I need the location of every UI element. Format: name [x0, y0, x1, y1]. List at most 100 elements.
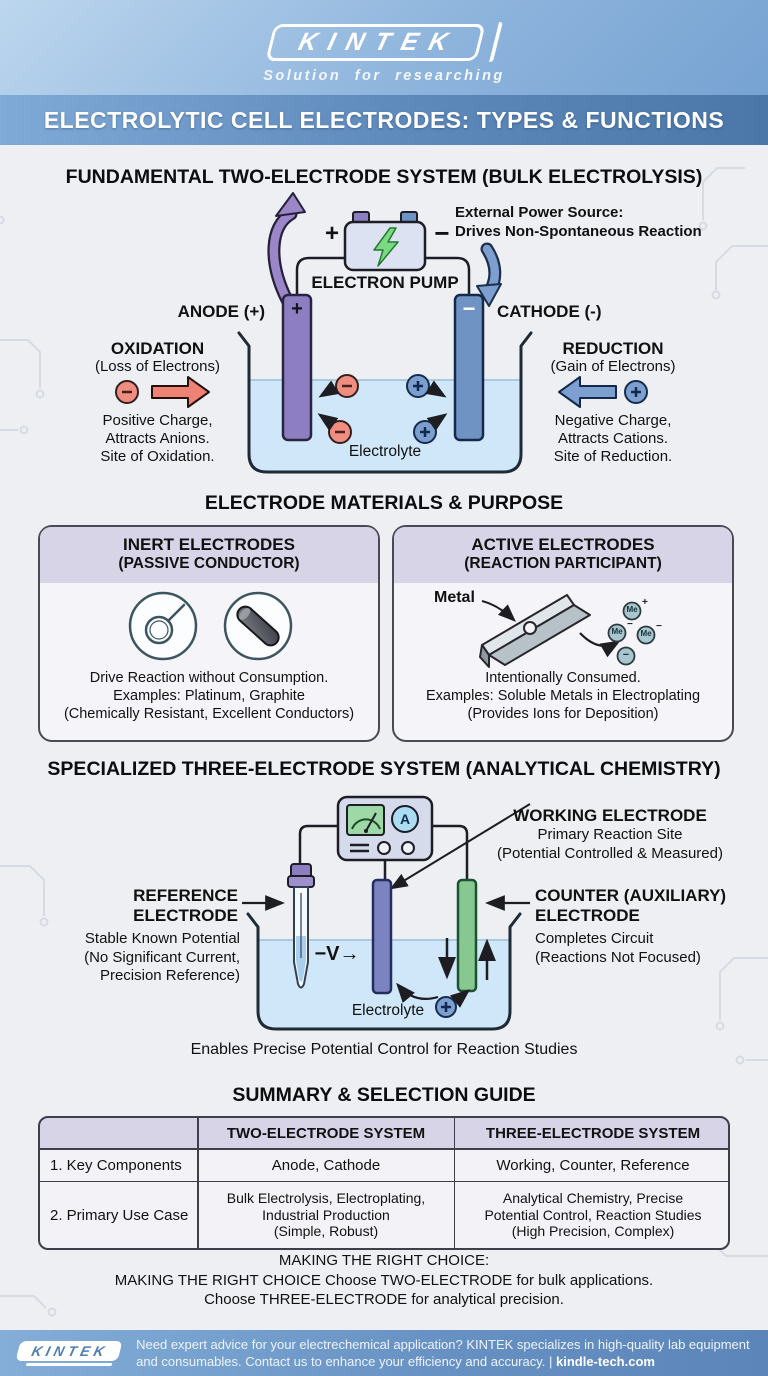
ion-charge-sign: −: [656, 621, 662, 632]
active-card-header: ACTIVE ELECTRODES (REACTION PARTICIPANT): [394, 527, 732, 583]
cathode-sign: −: [462, 296, 476, 321]
footer: KINTEK Need expert advice for your elect…: [0, 1330, 768, 1376]
electrolyte-label: Electrolyte: [351, 1002, 425, 1019]
electron-pump-label: ELECTRON PUMP: [311, 273, 459, 292]
metal-ion-label: Me: [640, 629, 652, 638]
advice-line-2: MAKING THE RIGHT CHOICE Choose TWO-ELECT…: [114, 1271, 654, 1289]
page-title: ELECTROLYTIC CELL ELECTRODES: TYPES & FU…: [43, 106, 725, 133]
lightning-bolt-icon: [373, 227, 399, 267]
brand-tagline: Solution for researching: [263, 68, 505, 84]
battery-plus-sign: +: [324, 220, 339, 247]
reduction-description: Negative Charge, Attracts Cations. Site …: [553, 412, 673, 465]
section3-heading: SPECIALIZED THREE-ELECTRODE SYSTEM (ANAL…: [47, 758, 721, 780]
counter-electrode-title: COUNTER (AUXILIARY) ELECTRODE: [535, 886, 727, 925]
reference-electrode-title: REFERENCE ELECTRODE: [133, 886, 238, 925]
inert-electrodes-card: INERT ELECTRODES (PASSIVE CONDUCTOR) Dri…: [38, 525, 380, 742]
table-cell: Bulk Electrolysis, Electroplating, Indus…: [198, 1182, 454, 1248]
footer-website: kindle-tech.com: [555, 1354, 655, 1369]
platinum-loop-icon: [144, 603, 186, 645]
ion-charge-sign: +: [642, 597, 648, 608]
reduction-subtitle: (Gain of Electrons): [550, 358, 676, 375]
footer-logo-underline: [25, 1362, 113, 1366]
counter-electrode-description: Completes Circuit (Reactions Not Focused…: [535, 930, 701, 966]
inert-electrode-icons: [128, 591, 293, 661]
section3-caption: Enables Precise Potential Control for Re…: [190, 1041, 578, 1058]
reduction-cation-icon: [558, 376, 648, 408]
working-electrode-bar: [371, 878, 393, 995]
cathode-label: CATHODE (-): [497, 302, 602, 321]
oxidation-anion-icon: [115, 376, 210, 408]
knob-icon: [377, 841, 391, 855]
inert-card-description: Drive Reaction without Consumption. Exam…: [63, 670, 355, 722]
anode-sign: +: [291, 298, 303, 320]
table-corner-cell: [40, 1118, 197, 1148]
inert-card-header: INERT ELECTRODES (PASSIVE CONDUCTOR): [40, 527, 378, 583]
title-banner: ELECTROLYTIC CELL ELECTRODES: TYPES & FU…: [0, 95, 768, 145]
beaker-outline: [237, 331, 533, 474]
active-card-subtitle: (REACTION PARTICIPANT): [464, 555, 662, 572]
graphite-rod-icon: [236, 605, 280, 647]
footer-message: Need expert advice for your electrechemi…: [136, 1337, 750, 1369]
kintek-logo-text: KINTEK: [295, 27, 462, 56]
working-electrode-description: Primary Reaction Site (Potential Control…: [497, 826, 723, 862]
metal-pointer-arrow: [481, 600, 516, 622]
reference-electrode-collar: [287, 875, 315, 888]
active-electrodes-card: ACTIVE ELECTRODES (REACTION PARTICIPANT)…: [392, 525, 734, 742]
pot-wire-left: [298, 824, 338, 864]
oxidation-title: OXIDATION: [110, 339, 205, 358]
table-header-two-electrode: TWO-ELECTRODE SYSTEM: [198, 1118, 454, 1148]
inert-card-subtitle: (PASSIVE CONDUCTOR): [118, 555, 300, 572]
ion-charge-sign: −: [627, 619, 633, 630]
footer-kintek-logo: KINTEK: [15, 1340, 123, 1366]
footer-logo-text: KINTEK: [30, 1342, 111, 1359]
table-row-label: 2. Primary Use Case: [40, 1182, 197, 1248]
summary-table: TWO-ELECTRODE SYSTEM THREE-ELECTRODE SYS…: [38, 1116, 730, 1250]
inert-card-title: INERT ELECTRODES: [123, 535, 295, 554]
advice-line-3: Choose THREE-ELECTRODE for analytical pr…: [204, 1291, 564, 1308]
wire-right: [425, 256, 471, 295]
electron-sign: −: [622, 649, 630, 661]
knob-icon: [401, 841, 415, 855]
anode-bar: [281, 293, 313, 442]
pot-wire-right: [432, 824, 469, 880]
advice-line-1: MAKING THE RIGHT CHOICE:: [278, 1252, 490, 1269]
table-cell: Analytical Chemistry, Precise Potential …: [455, 1182, 728, 1248]
oxidation-arrow-icon: [151, 376, 210, 408]
section2-heading: ELECTRODE MATERIALS & PURPOSE: [204, 492, 564, 514]
notch: [523, 621, 537, 635]
metal-bar-icon: [479, 594, 656, 668]
electrolyte-label: Electrolyte: [348, 443, 422, 460]
metal-ion-label: Me: [626, 605, 638, 614]
ion-motion-arrows: [317, 380, 448, 432]
beaker-outline: [246, 912, 522, 1031]
footer-logo-box: KINTEK: [15, 1340, 123, 1361]
cation-arrow: [449, 989, 471, 1008]
electrolyte-liquid: [249, 380, 521, 472]
counter-electrode-bar: [456, 878, 478, 993]
power-source-note: External Power Source: Drives Non-Sponta…: [455, 204, 702, 240]
voltage-label: −V→: [314, 943, 360, 965]
ion-curved-arrow: [396, 982, 439, 1003]
ammeter-gauge-icon: [391, 805, 419, 833]
reference-electrode-description: Stable Known Potential (No Significant C…: [84, 930, 240, 984]
section4-heading: SUMMARY & SELECTION GUIDE: [232, 1084, 536, 1106]
kintek-logo: KINTEK: [0, 22, 768, 62]
active-card-title: ACTIVE ELECTRODES: [471, 535, 655, 554]
section1-heading: FUNDAMENTAL TWO-ELECTRODE SYSTEM (BULK E…: [65, 166, 703, 188]
table-cell: Working, Counter, Reference: [455, 1149, 728, 1181]
reduction-arrow-icon: [558, 376, 617, 408]
metal-ion-label: Me: [611, 627, 623, 636]
active-card-description: Intentionally Consumed. Examples: Solubl…: [425, 670, 701, 722]
battery-minus-sign: −: [434, 218, 450, 248]
current-arrows: [438, 938, 496, 980]
logo-bracket-icon: [482, 22, 504, 62]
oxidation-description: Positive Charge, Attracts Anions. Site o…: [100, 412, 215, 465]
selection-advice: MAKING THE RIGHT CHOICE: MAKING THE RIGH…: [0, 1251, 768, 1310]
metal-label: Metal: [434, 589, 475, 606]
two-electrode-cell-diagram: [115, 192, 648, 474]
dissolution-arrow: [579, 632, 621, 658]
table-header-three-electrode: THREE-ELECTRODE SYSTEM: [455, 1118, 728, 1148]
table-row-label: 1. Key Components: [40, 1149, 197, 1181]
